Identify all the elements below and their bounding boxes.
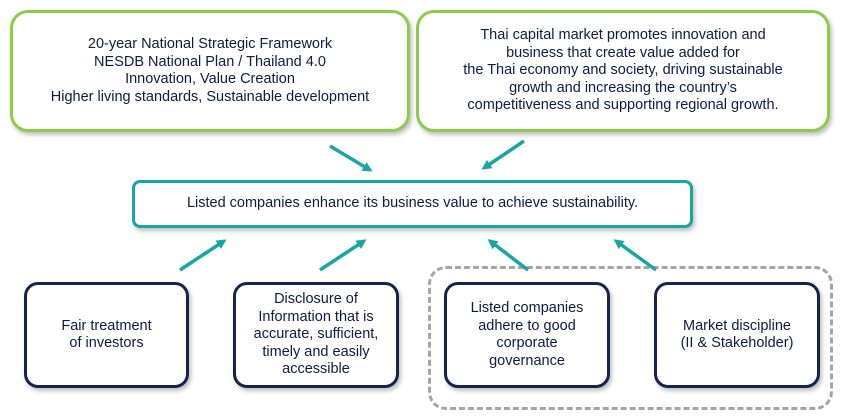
listed-companies-goal-text: Listed companies enhance its business va…	[186, 195, 639, 212]
arrow-fair-treatment-to-center	[179, 239, 227, 272]
listed-companies-goal-box: Listed companies enhance its business va…	[132, 180, 693, 228]
arrow-market-discipline-to-center	[613, 239, 658, 272]
national-framework-text: 20-year National Strategic Framework NES…	[50, 36, 370, 105]
corporate-governance-text: Listed companies adhere to good corporat…	[470, 300, 584, 369]
market-discipline-text: Market discipline (II & Stakeholder)	[680, 317, 794, 352]
capital-market-box: Thai capital market promotes innovation …	[416, 10, 830, 132]
corporate-governance-box: Listed companies adhere to good corporat…	[444, 282, 610, 388]
arrow-governance-to-center	[487, 239, 530, 272]
fair-treatment-text: Fair treatment of investors	[61, 317, 152, 352]
arrow-disclosure-to-center	[319, 239, 367, 272]
arrow-top-left-to-center	[329, 144, 373, 172]
disclosure-box: Disclosure of Information that is accura…	[233, 282, 399, 388]
market-discipline-box: Market discipline (II & Stakeholder)	[654, 282, 820, 388]
arrow-top-right-to-center	[481, 139, 525, 170]
capital-market-text: Thai capital market promotes innovation …	[463, 27, 783, 114]
disclosure-text: Disclosure of Information that is accura…	[253, 291, 379, 378]
national-framework-box: 20-year National Strategic Framework NES…	[10, 10, 410, 132]
fair-treatment-box: Fair treatment of investors	[24, 282, 189, 388]
governance-group-outline	[428, 266, 833, 410]
